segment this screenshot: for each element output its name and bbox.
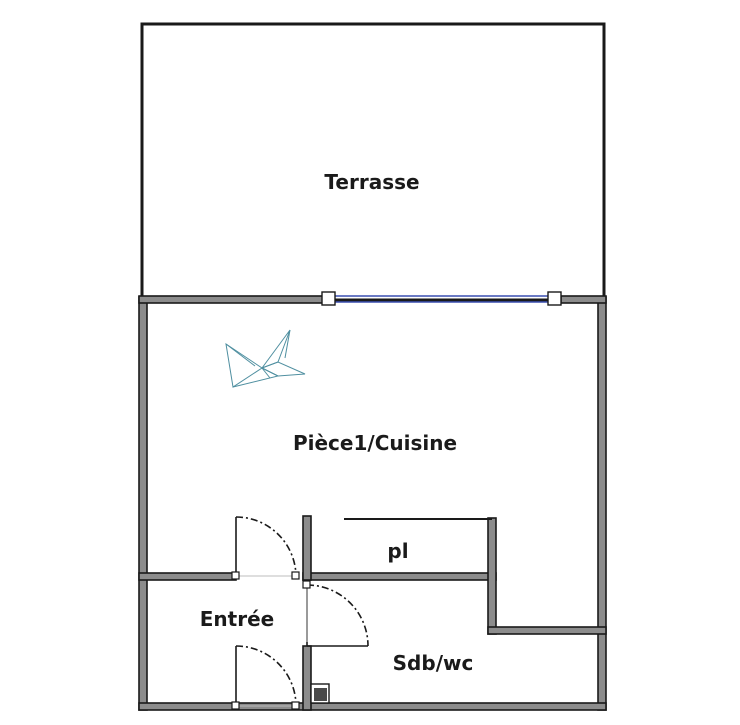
- door-swing-1: [235, 516, 297, 577]
- label-entree: Entrée: [200, 607, 274, 631]
- wall-top-right: [560, 295, 607, 304]
- door-swing-3: [235, 645, 297, 707]
- label-terrasse: Terrasse: [324, 170, 419, 194]
- door-front: [231, 645, 300, 710]
- terrasse-area: [140, 22, 606, 302]
- wall-placard-left: [302, 515, 312, 581]
- wall-right: [597, 296, 607, 711]
- label-placard: pl: [387, 539, 408, 563]
- wall-placard-right: [487, 517, 497, 635]
- door-sdb: [302, 580, 369, 647]
- bay-window: [321, 291, 562, 306]
- wall-bottom: [138, 702, 607, 711]
- door-swing-2: [306, 584, 369, 647]
- door-jamb-3b: [291, 701, 300, 710]
- wall-top-left: [138, 295, 324, 304]
- door-jamb-2a: [302, 580, 311, 589]
- window-jamb-right: [547, 291, 562, 306]
- door-jamb-3a: [231, 701, 240, 710]
- wall-placard-bottom: [302, 572, 497, 581]
- origami-crane-icon: [225, 329, 306, 388]
- label-piece1: Pièce1/Cuisine: [293, 431, 457, 455]
- door-jamb-1a: [231, 571, 240, 580]
- interior-walls: [138, 515, 607, 711]
- terrasse-border: [140, 22, 606, 302]
- door-entree-piece: [231, 516, 300, 580]
- label-sdb: Sdb/wc: [393, 651, 474, 675]
- wall-sdb-top: [487, 626, 607, 635]
- door-jamb-1b: [291, 571, 300, 580]
- wall-entree-top-left: [138, 572, 237, 581]
- window-jamb-left: [321, 291, 336, 306]
- wall-left: [138, 296, 148, 711]
- wall-sdb-left: [302, 645, 312, 711]
- sdb-fixture: [310, 683, 330, 704]
- fixture-inner: [314, 688, 327, 701]
- exterior-walls: [138, 295, 607, 711]
